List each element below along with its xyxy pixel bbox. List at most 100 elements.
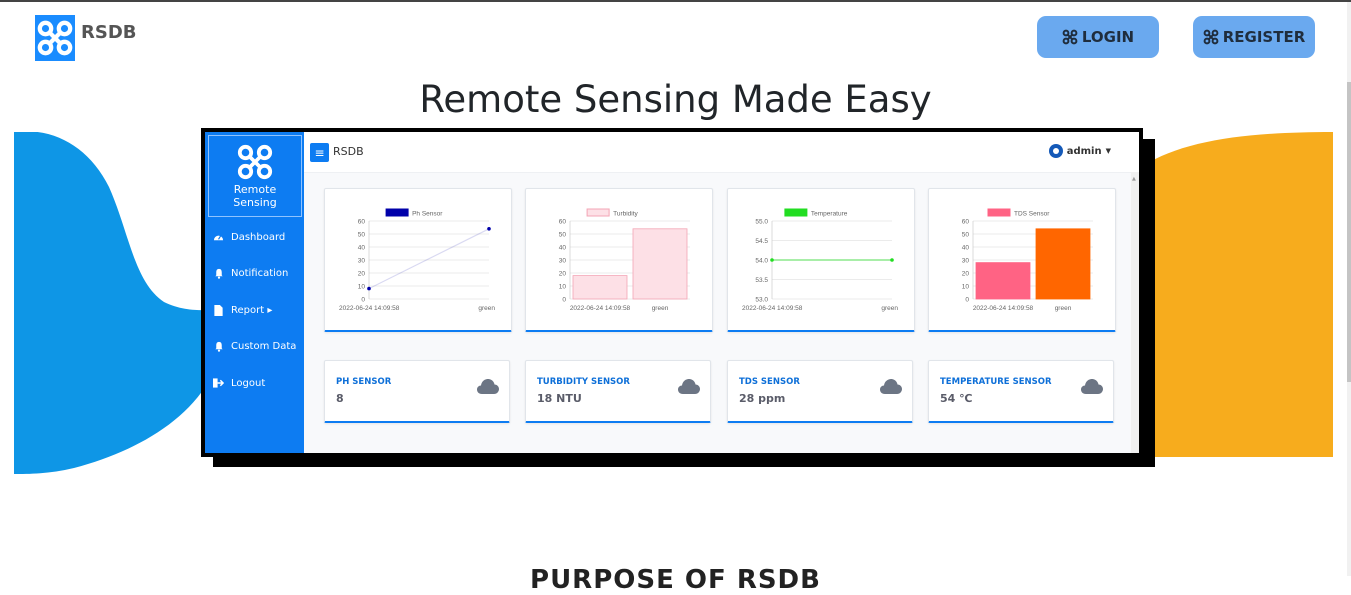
bell-icon [213, 341, 224, 352]
x-tick-label: 2022-06-24 14:09:58 [742, 305, 803, 312]
turbidity-chart-card: Turbidity 0 10 20 30 40 50 60 2022-06-24 14:09:5… [525, 188, 713, 332]
stat-card-temperature: TEMPERATURE SENSOR 54 ℃ [928, 360, 1114, 423]
y-tick-label: 30 [559, 258, 567, 265]
bell-icon [213, 268, 224, 279]
y-tick-label: 50 [962, 232, 970, 239]
stat-value: 54 ℃ [940, 392, 973, 405]
y-tick-label: 0 [965, 297, 969, 304]
stat-card-turbidity: TURBIDITY SENSOR 18 NTU [525, 360, 711, 423]
y-tick-label: 50 [559, 232, 567, 239]
y-tick-label: 55.0 [755, 219, 768, 226]
user-menu: admin ▼ [1048, 144, 1111, 158]
y-tick-label: 53.0 [755, 297, 768, 304]
sidebar-item-report: Report ▸ [205, 292, 304, 329]
stat-label: PH SENSOR [336, 377, 392, 387]
user-name: admin [1066, 145, 1102, 157]
login-button[interactable]: LOGIN [1037, 16, 1159, 58]
sidebar-item-logout: Logout [205, 365, 304, 402]
hero-title: Remote Sensing Made Easy [419, 78, 932, 121]
brand-logo[interactable]: RSDB [35, 15, 137, 61]
stat-value: 28 ppm [739, 392, 786, 405]
bar [1035, 228, 1091, 300]
data-point [367, 286, 371, 291]
gauge-icon [213, 232, 224, 243]
drone-icon [1203, 29, 1219, 45]
y-tick-label: 0 [361, 297, 365, 304]
section-heading: PURPOSE OF RSDB [530, 565, 821, 595]
y-tick-label: 10 [358, 284, 366, 291]
drone-logo-icon [35, 15, 75, 61]
y-tick-label: 53.5 [755, 277, 768, 284]
stat-value: 8 [336, 392, 344, 405]
page-scrollbar[interactable] [1347, 2, 1351, 576]
y-tick-label: 60 [358, 219, 366, 226]
x-tick-label: green [652, 305, 669, 312]
yellow-wave-decoration [1128, 132, 1333, 457]
drone-icon [1062, 29, 1078, 45]
stat-card-tds: TDS SENSOR 28 ppm [727, 360, 913, 423]
bar [632, 228, 688, 300]
legend-swatch [784, 208, 808, 217]
x-tick-label: green [478, 305, 495, 312]
bar [975, 262, 1031, 300]
sidebar-item-label: Dashboard [231, 231, 286, 243]
stat-label: TDS SENSOR [739, 377, 800, 387]
cloud-icon [1081, 379, 1103, 394]
page-scrollbar-thumb[interactable] [1347, 82, 1351, 382]
y-tick-label: 20 [962, 271, 970, 278]
user-avatar-icon [1048, 144, 1063, 158]
y-tick-label: 30 [358, 258, 366, 265]
y-tick-label: 30 [962, 258, 970, 265]
blue-wave-decoration [14, 132, 214, 474]
sidebar-item-dashboard: Dashboard [205, 219, 304, 256]
topbar-title: RSDB [333, 145, 364, 158]
y-tick-label: 54.5 [755, 238, 768, 245]
cloud-icon [880, 379, 902, 394]
y-tick-label: 60 [559, 219, 567, 226]
legend-label: Temperature [811, 211, 848, 218]
stat-value: 18 NTU [537, 392, 582, 405]
x-tick-label: green [1055, 305, 1072, 312]
y-tick-label: 10 [559, 284, 567, 291]
data-point [770, 258, 774, 262]
legend-swatch [586, 208, 610, 217]
x-tick-label: 2022-06-24 14:09:58 [570, 305, 631, 312]
hamburger-menu-icon: ≡ [310, 143, 329, 162]
y-tick-label: 40 [962, 245, 970, 252]
drone-logo-icon [237, 144, 273, 180]
cloud-icon [678, 379, 700, 394]
sidebar-item-custom-data: Custom Data [205, 329, 304, 366]
dashboard-preview: Remote Sensing Dashboard Notification Re… [201, 128, 1143, 457]
y-tick-label: 40 [559, 245, 567, 252]
y-tick-label: 50 [358, 232, 366, 239]
y-tick-label: 10 [962, 284, 970, 291]
register-button[interactable]: REGISTER [1193, 16, 1315, 58]
temperature-chart: Temperature 53.0 53.5 54.0 54.5 55.0 2022-06-2… [742, 208, 898, 312]
dashboard-sidebar: Remote Sensing Dashboard Notification Re… [205, 132, 304, 453]
y-tick-label: 60 [962, 219, 970, 226]
y-tick-label: 20 [559, 271, 567, 278]
dashboard-topbar: ≡ RSDB admin ▼ [304, 132, 1139, 173]
y-tick-label: 0 [562, 297, 566, 304]
data-point [890, 258, 894, 262]
login-label: LOGIN [1081, 28, 1135, 46]
stat-label: TURBIDITY SENSOR [537, 377, 630, 387]
sidebar-brand-line2: Sensing [233, 196, 277, 209]
caret-down-icon: ▼ [1105, 147, 1111, 155]
sidebar-item-label: Report ▸ [231, 304, 273, 316]
legend-label: Ph Sensor [412, 211, 443, 218]
legend-swatch [987, 208, 1011, 217]
y-tick-label: 54.0 [755, 258, 768, 265]
series-line [368, 228, 490, 290]
legend-swatch [385, 208, 409, 217]
stat-card-ph: PH SENSOR 8 [324, 360, 510, 423]
sidebar-item-notification: Notification [205, 256, 304, 293]
sidebar-item-label: Notification [231, 268, 289, 280]
stat-label: TEMPERATURE SENSOR [940, 377, 1052, 387]
temperature-chart-card: Temperature 53.0 53.5 54.0 54.5 55.0 2022-06-2… [727, 188, 915, 332]
x-tick-label: 2022-06-24 14:09:58 [973, 305, 1034, 312]
legend-label: Turbidity [613, 211, 638, 218]
